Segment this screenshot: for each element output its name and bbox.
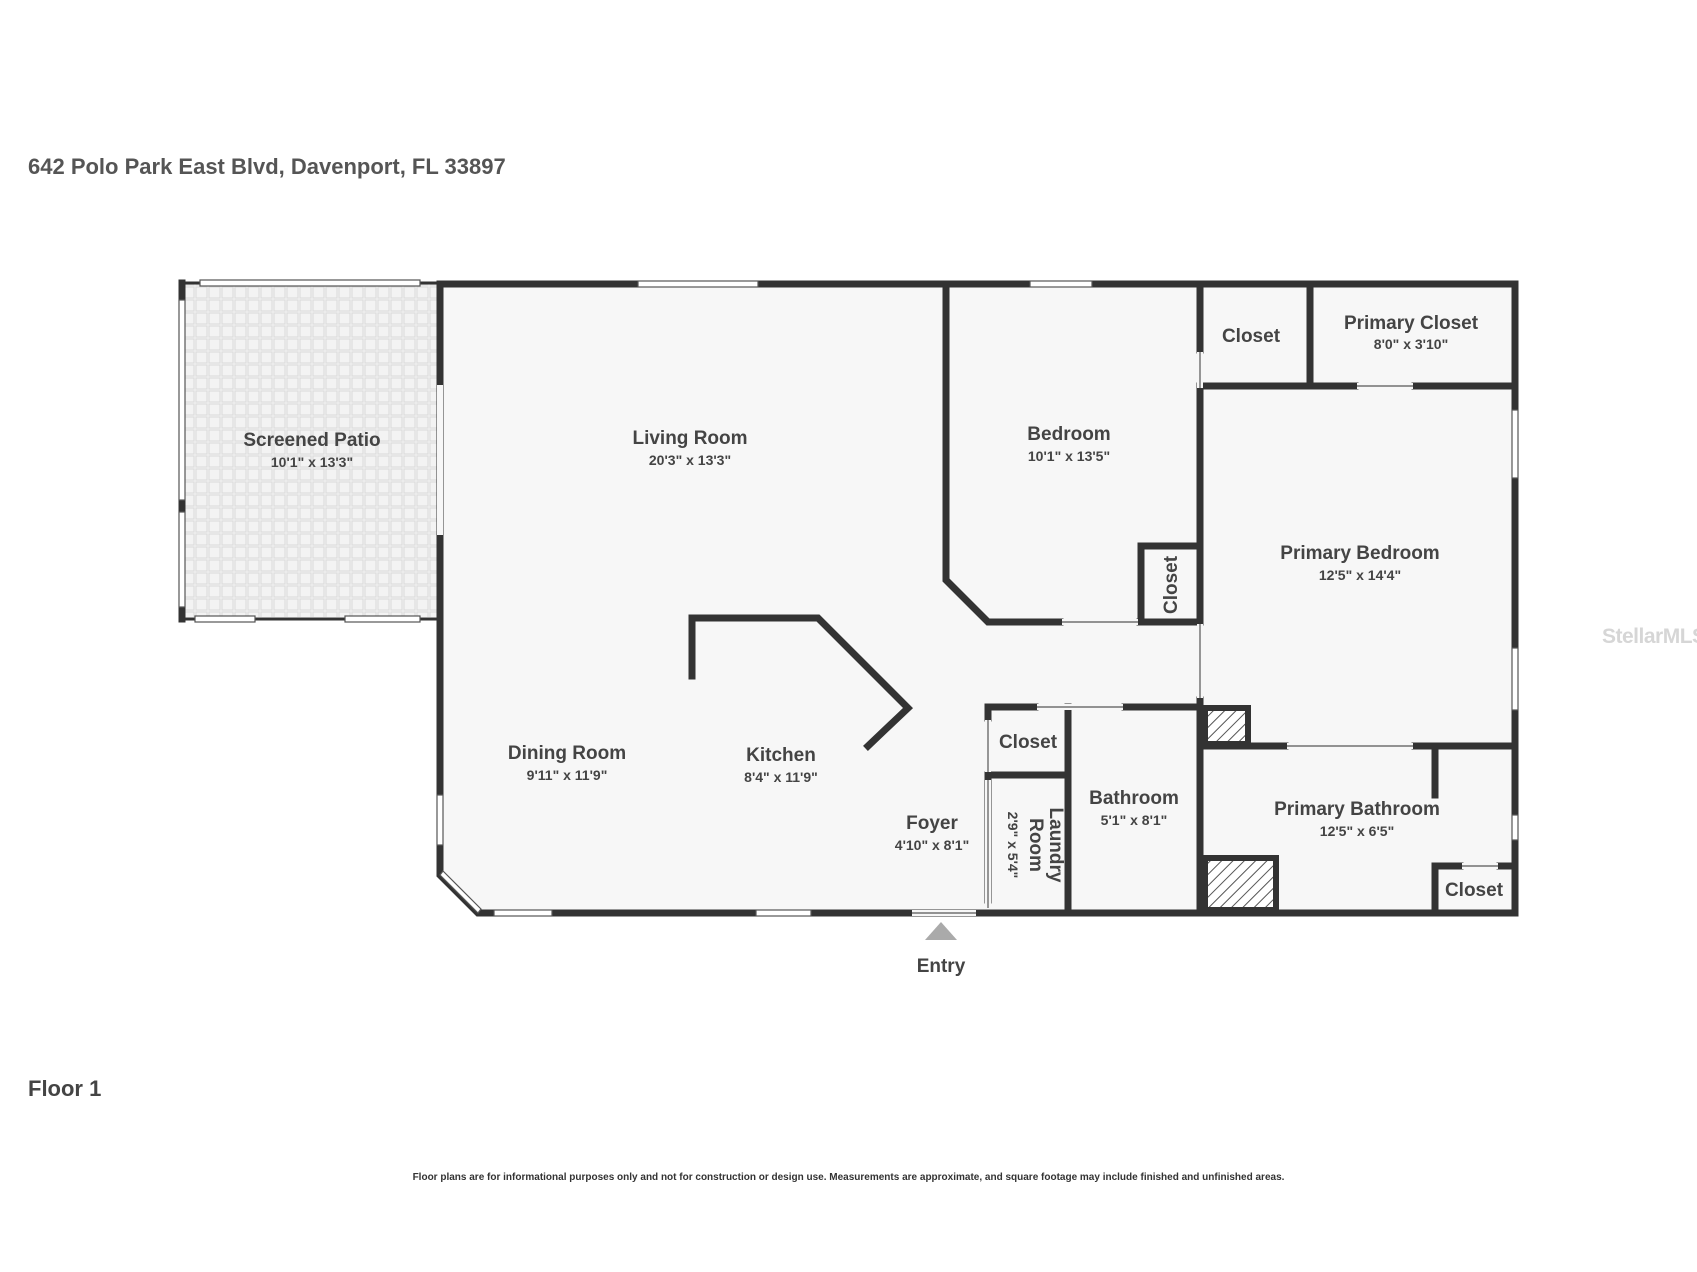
- floor-label: Floor 1: [28, 1076, 102, 1101]
- entry-arrow-icon: [925, 922, 957, 940]
- windows: [436, 280, 1519, 917]
- primary-bathroom-name: Primary Bathroom: [1274, 799, 1440, 820]
- patio-screen-frame: [178, 279, 440, 623]
- disclaimer-text: Floor plans are for informational purpos…: [412, 1172, 1285, 1183]
- floor-area: [183, 284, 1515, 913]
- entry-label: Entry: [917, 956, 966, 977]
- laundry-room-name-line1: Laundry: [1045, 808, 1066, 883]
- bathroom-dim: 5'1" x 8'1": [1101, 812, 1168, 828]
- foyer-name: Foyer: [906, 813, 958, 834]
- dining-room-dim: 9'11" x 11'9": [527, 767, 608, 783]
- screened-patio-dim: 10'1" x 13'3": [271, 454, 353, 470]
- laundry-room-name-line2: Room: [1025, 818, 1046, 872]
- closet-top-name: Closet: [1222, 326, 1281, 347]
- primary-bedroom-dim: 12'5" x 14'4": [1319, 567, 1401, 583]
- primary-bathroom-dim: 12'5" x 6'5": [1320, 823, 1394, 839]
- interior-walls: [688, 280, 1519, 917]
- screened-patio-name: Screened Patio: [243, 430, 380, 451]
- watermark: StellarMLS: [1602, 625, 1697, 648]
- laundry-room-dim: 2'9" x 5'4": [1005, 812, 1021, 879]
- closet-hall-name: Closet: [999, 732, 1058, 753]
- living-room-name: Living Room: [632, 428, 747, 449]
- primary-closet-dim: 8'0" x 3'10": [1374, 336, 1448, 352]
- bedroom-dim: 10'1" x 13'5": [1028, 448, 1110, 464]
- bedroom-name: Bedroom: [1027, 424, 1110, 445]
- primary-bedroom-name: Primary Bedroom: [1280, 543, 1439, 564]
- entry-marker: Entry: [917, 922, 966, 977]
- door-openings: [437, 352, 1498, 916]
- foyer-dim: 4'10" x 8'1": [895, 837, 969, 853]
- mechanical-chases: [1202, 705, 1279, 913]
- dining-room-name: Dining Room: [508, 743, 626, 764]
- room-labels: Screened Patio 10'1" x 13'3" Living Room…: [243, 313, 1503, 901]
- exterior-walls: [436, 280, 1519, 917]
- closet-bath-name: Closet: [1445, 880, 1504, 901]
- primary-closet-name: Primary Closet: [1344, 313, 1479, 334]
- kitchen-dim: 8'4" x 11'9": [744, 769, 818, 785]
- property-address: 642 Polo Park East Blvd, Davenport, FL 3…: [28, 154, 506, 179]
- closet-bedroom-name: Closet: [1161, 555, 1182, 614]
- bathroom-name: Bathroom: [1089, 788, 1179, 809]
- kitchen-name: Kitchen: [746, 745, 816, 766]
- living-room-dim: 20'3" x 13'3": [649, 452, 731, 468]
